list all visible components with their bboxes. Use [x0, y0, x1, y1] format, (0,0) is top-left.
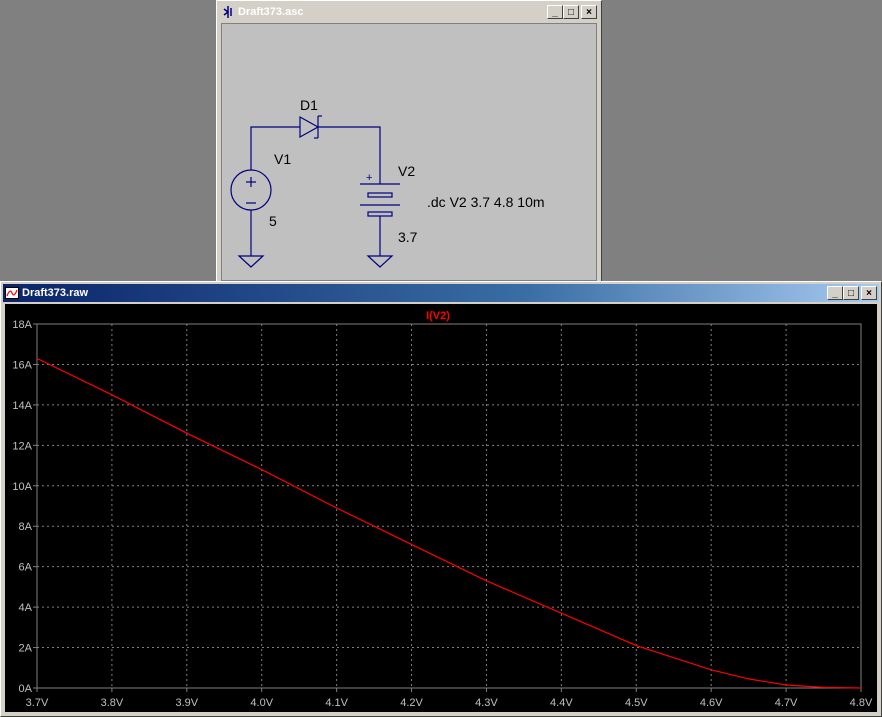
v2-value: 3.7: [398, 229, 418, 245]
x-tick-label: 3.8V: [101, 697, 124, 709]
diode-symbol: [299, 115, 322, 139]
x-tick-label: 3.9V: [175, 697, 198, 709]
waveform-icon: [5, 286, 19, 300]
schematic-titlebar[interactable]: Draft373.asc _ □ ×: [219, 3, 599, 21]
x-tick-label: 4.2V: [400, 697, 423, 709]
trace-label-i-v2[interactable]: I(V2): [426, 310, 450, 322]
y-tick-label: 18A: [12, 319, 32, 331]
v1-voltage-source: [230, 169, 272, 268]
y-tick-label: 8A: [19, 521, 33, 533]
y-tick-label: 0A: [19, 683, 33, 695]
maximize-button[interactable]: □: [563, 5, 579, 19]
waveform-plot-area[interactable]: I(V2) 3.7V 3.8V 3.9V 4.0V 4.1V 4.2V 4.3V 4.4V 4.…: [5, 304, 877, 712]
diode-label: D1: [300, 97, 318, 113]
waveform-window[interactable]: Draft373.raw _ □ × I(V2) 3.7V 3.8V 3.9V 4.0…: [0, 281, 882, 717]
waveform-window-title: Draft373.raw: [22, 287, 89, 299]
x-tick-label: 4.7V: [775, 697, 798, 709]
x-tick-label: 3.7V: [26, 697, 49, 709]
x-tick-label: 4.8V: [850, 697, 873, 709]
y-tick-label: 12A: [12, 440, 32, 452]
y-tick-label: 16A: [12, 359, 32, 371]
x-tick-label: 4.4V: [550, 697, 573, 709]
v1-value: 5: [269, 213, 277, 229]
plot-frame: [36, 323, 862, 689]
ltspice-schematic-icon: [221, 5, 235, 19]
close-button[interactable]: ×: [861, 286, 877, 300]
close-button[interactable]: ×: [581, 5, 597, 19]
y-tick-label: 2A: [19, 643, 33, 655]
x-tick-label: 4.1V: [325, 697, 348, 709]
series-line-i-v2-[interactable]: [36, 357, 862, 689]
x-tick-label: 4.3V: [475, 697, 498, 709]
v1-label: V1: [274, 151, 291, 167]
v2-label: V2: [398, 163, 415, 179]
dc-directive: .dc V2 3.7 4.8 10m: [427, 194, 545, 210]
minimize-button[interactable]: _: [827, 286, 843, 300]
y-tick-label: 6A: [19, 562, 33, 574]
x-tick-label: 4.0V: [250, 697, 273, 709]
waveform-titlebar[interactable]: Draft373.raw _ □ ×: [3, 284, 879, 302]
maximize-button[interactable]: □: [843, 286, 859, 300]
schematic-window[interactable]: Draft373.asc _ □ ×: [216, 0, 602, 282]
x-tick-label: 4.5V: [625, 697, 648, 709]
schematic-window-title: Draft373.asc: [238, 6, 304, 18]
trace-layer: [36, 357, 862, 689]
x-tick-label: 4.6V: [700, 697, 723, 709]
schematic-canvas[interactable]: D1 V1 5 + V2 3.7 .dc V2 3.7 4.8 10m: [221, 23, 597, 281]
v2-plus-sign: +: [366, 172, 372, 184]
y-tick-label: 10A: [12, 481, 32, 493]
minimize-button[interactable]: _: [547, 5, 563, 19]
y-tick-label: 4A: [19, 602, 33, 614]
y-tick-label: 14A: [12, 400, 32, 412]
plot-grid: [36, 323, 862, 689]
axis-ticks: 3.7V 3.8V 3.9V 4.0V 4.1V 4.2V 4.3V 4.4V 4.5V 4.6V…: [12, 319, 873, 709]
v2-battery: [360, 183, 400, 268]
